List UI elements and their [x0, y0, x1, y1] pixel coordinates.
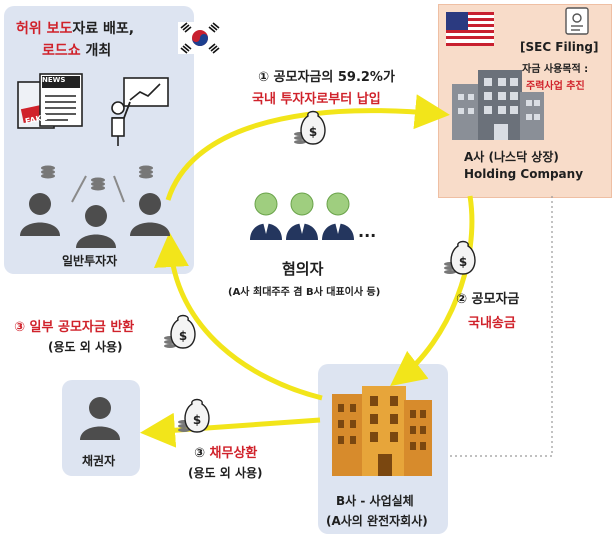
step3b-line1: ③ 채무상환	[194, 442, 257, 461]
fake-news-documents-icon	[17, 73, 83, 129]
debt-repayment-text: 채무상환	[209, 446, 258, 461]
svg-text:$: $	[179, 329, 187, 343]
creditor-person-icon	[80, 397, 120, 440]
company-a-type: Holding Company	[464, 167, 584, 181]
step3a-line1: ③ 일부 공모자금 반환	[14, 320, 135, 335]
company-b-desc: (A사의 완전자회사)	[326, 514, 428, 528]
suspect-person-icon-1	[250, 192, 282, 240]
held-text: 개최	[80, 43, 112, 59]
arrow-b-to-creditor	[140, 412, 321, 448]
arrow-b-to-investors	[153, 232, 323, 401]
svg-text:$: $	[193, 413, 201, 427]
step2-line1: ② 공모자금	[456, 292, 520, 307]
roadshow-text: 로드쇼	[42, 43, 81, 59]
step1-line1: ① 공모자금의 59.2%가	[258, 70, 395, 85]
suspects-title: 혐의자	[282, 260, 324, 278]
company-b-name: B사 - 사업실체	[336, 494, 414, 508]
general-investors-caption: 일반투자자	[62, 254, 118, 268]
company-a-building-icon	[452, 70, 544, 140]
money-bag-icon-step3b: $	[178, 398, 210, 433]
investor-person-icon-2	[76, 205, 116, 248]
company-a-name: A사 (나스닥 상장)	[464, 150, 559, 164]
step3a-line2: (용도 외 사용)	[48, 340, 123, 354]
suspects-subtitle: (A사 최대주주 겸 B사 대표이사 등)	[228, 287, 381, 298]
creditor-caption: 채권자	[82, 454, 116, 468]
step2-line2: 국내송금	[468, 316, 516, 331]
money-bag-icon-step3a: $	[164, 314, 196, 349]
investor-person-icon-1	[20, 193, 60, 236]
arrow-investors-to-company	[165, 94, 450, 201]
step1-line2: 국내 투자자로부터 납입	[252, 92, 381, 107]
investor-person-icon-3	[130, 193, 170, 236]
svg-text:$: $	[309, 125, 317, 139]
step3b-line2: (용도 외 사용)	[188, 466, 263, 480]
money-bag-icon-step1: $	[294, 110, 326, 145]
sec-filing-title: [SEC Filing]	[520, 40, 599, 54]
upward-arrows-icon	[71, 175, 125, 203]
roadshow-presenter-icon	[111, 77, 169, 146]
distribution-text: 자료 배포,	[72, 21, 135, 37]
sec-filing-dotted-connector	[448, 196, 553, 457]
svg-text:$: $	[459, 255, 467, 269]
company-b-building-icon	[332, 386, 432, 476]
sec-purpose-value: 주력사업 추진	[526, 81, 585, 92]
suspect-person-icon-2	[286, 192, 318, 240]
fake-release-text: 허위 보도	[16, 21, 73, 37]
investors-headline-2: 로드쇼 개최	[42, 40, 111, 60]
investors-headline-1: 허위 보도자료 배포,	[16, 18, 134, 38]
korean-flag-icon	[178, 22, 222, 54]
suspect-person-icon-3	[322, 192, 354, 240]
sec-purpose-label: 자금 사용목적 :	[522, 64, 589, 75]
sec-document-icon	[565, 7, 589, 35]
arrow-company-to-b	[390, 195, 475, 387]
suspects-ellipsis: ...	[358, 222, 377, 241]
coin-stacks-icon	[41, 165, 153, 191]
us-flag-icon	[446, 12, 494, 46]
step3b-number: ③	[194, 446, 210, 461]
money-bag-icon-step2: $	[444, 240, 476, 275]
news-label: NEWS	[42, 76, 66, 84]
